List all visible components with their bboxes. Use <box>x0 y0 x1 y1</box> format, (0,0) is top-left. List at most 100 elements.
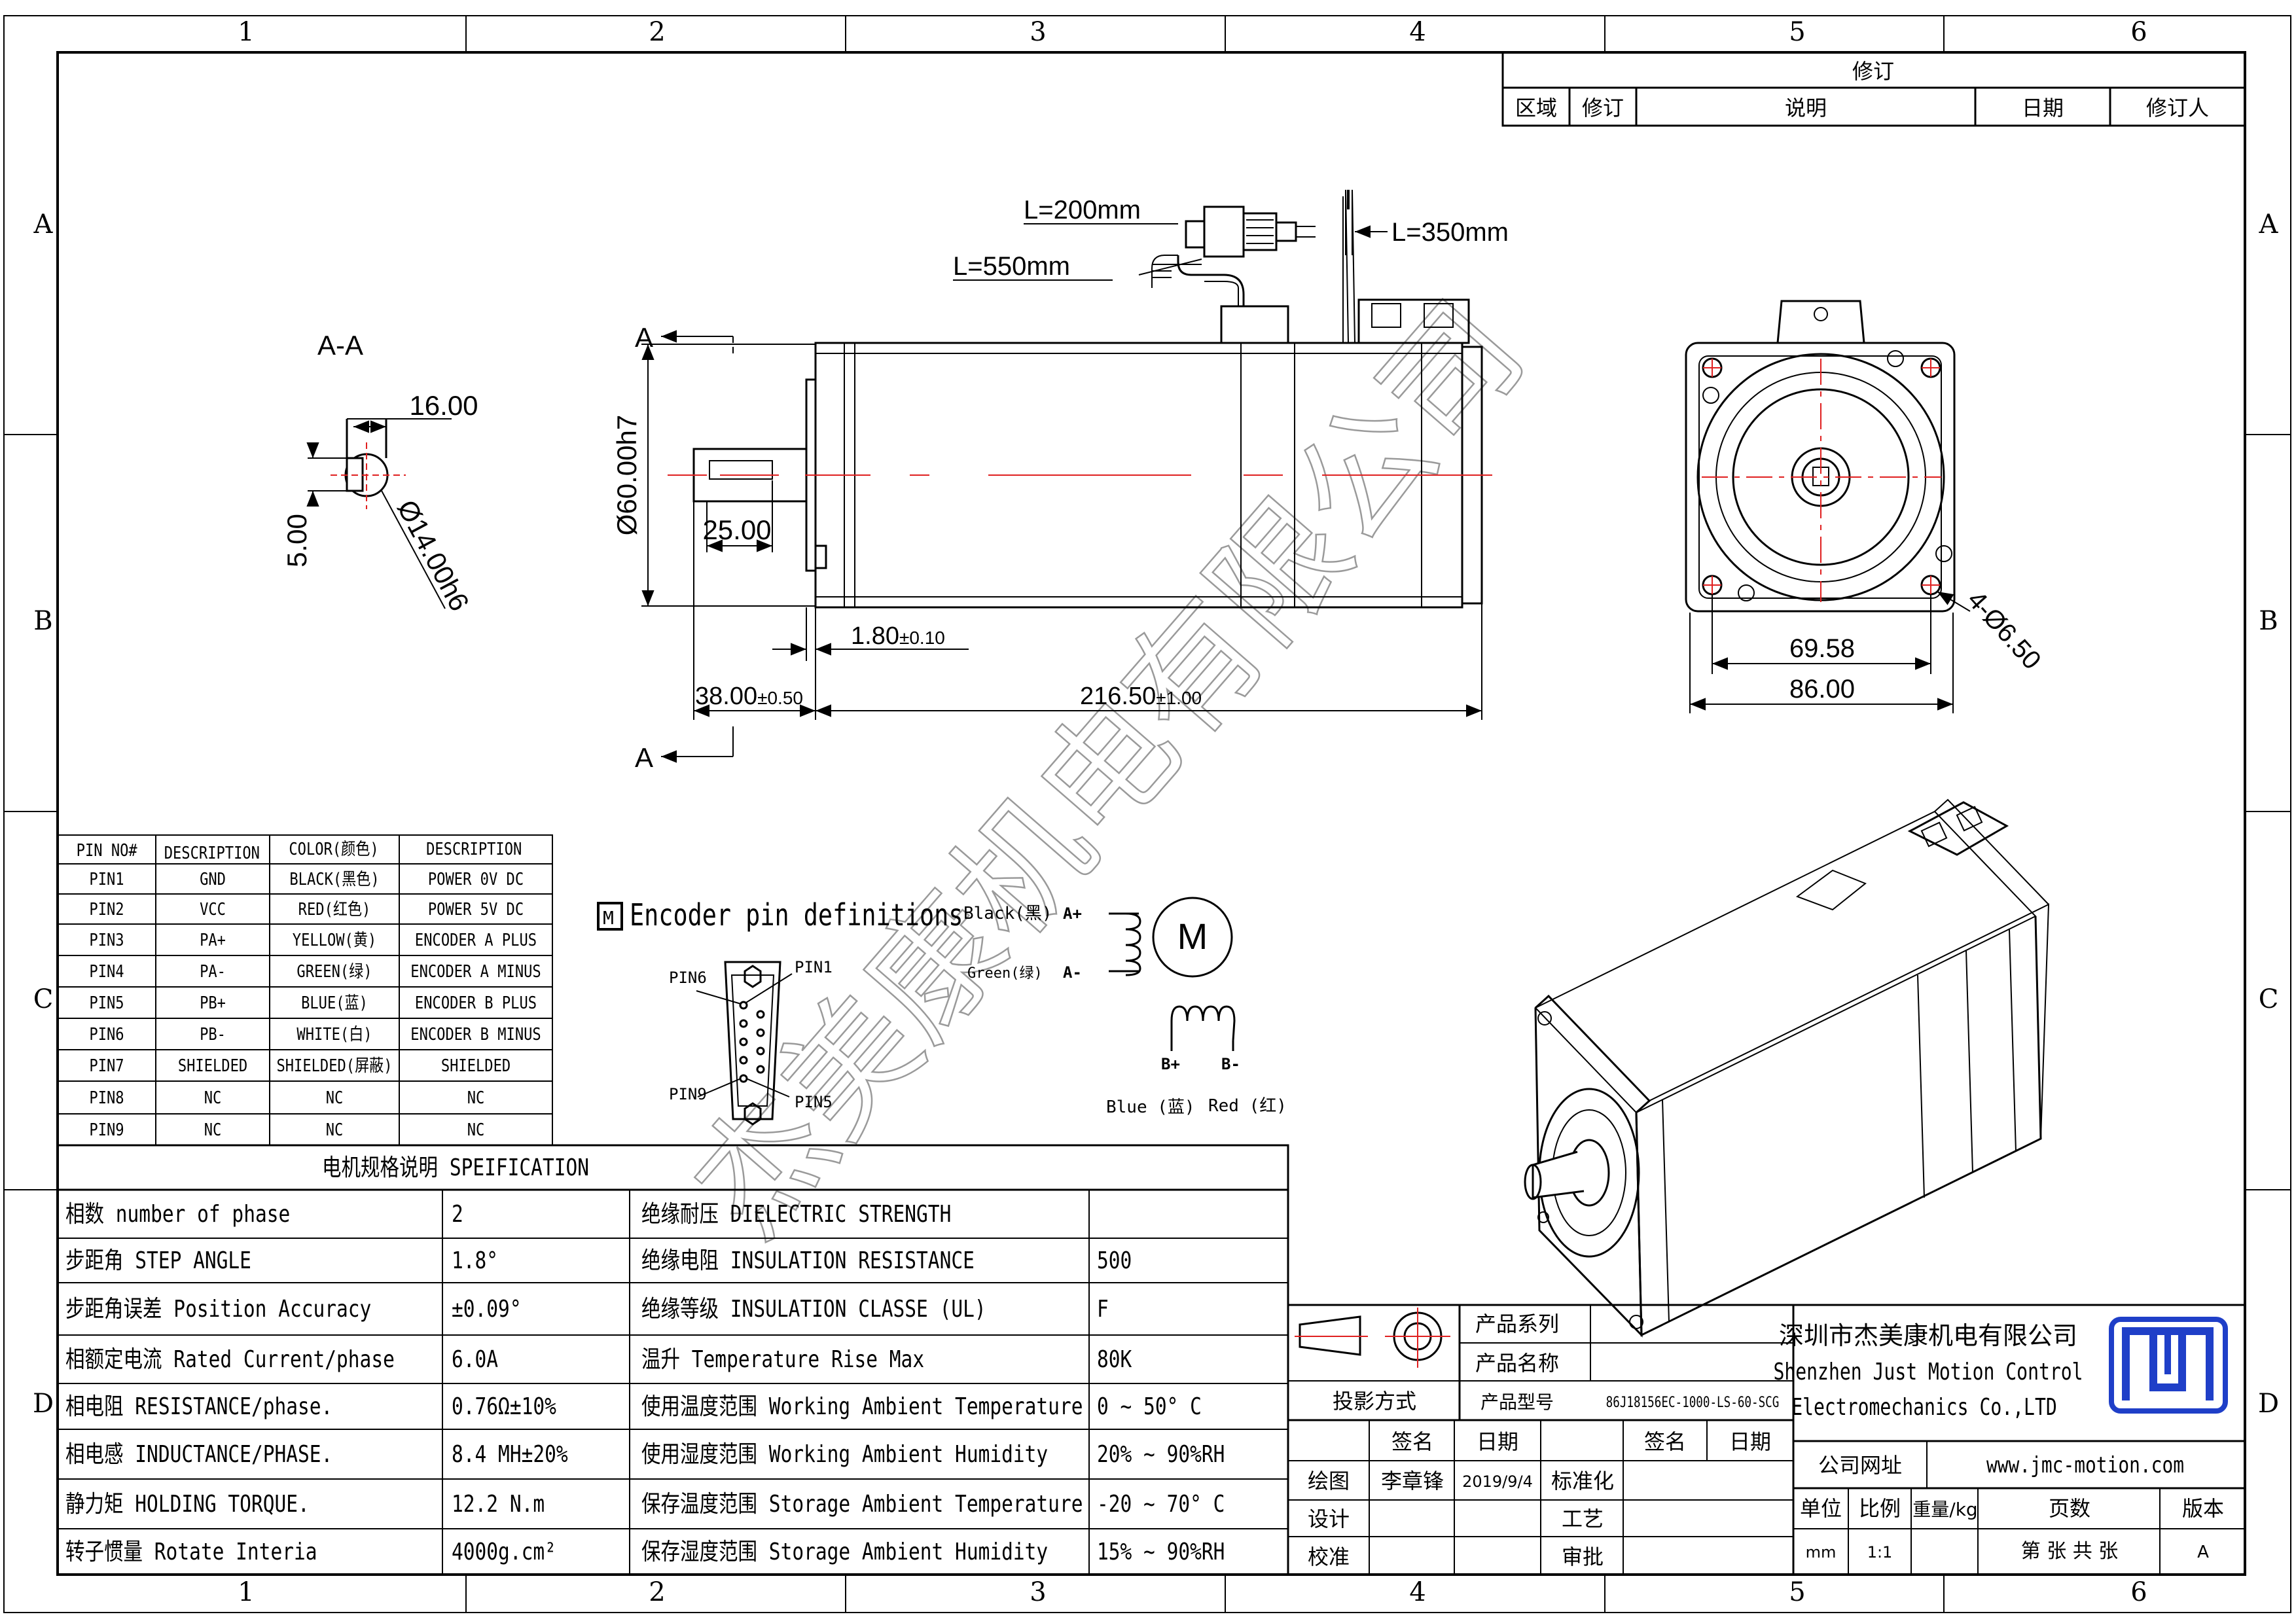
pages-value: 第 张 共 张 <box>2021 1540 2119 1563</box>
pin-table-cell: GREEN(绿) <box>296 961 372 981</box>
draw-label: 绘图 <box>1308 1469 1350 1493</box>
shaft-dia-dim: Ø14.00h6 <box>391 495 475 616</box>
b-plus-label: B+ <box>1161 1055 1180 1073</box>
wiring-diagram: M Black(黑) Green(绿) A+ A- B+ B- Blue (蓝)… <box>963 897 1287 1117</box>
col-label: 6 <box>2130 1577 2147 1607</box>
sign-header: 签名 <box>1391 1429 1433 1454</box>
pages-header: 页数 <box>2049 1496 2090 1521</box>
spec-cell: F <box>1097 1294 1109 1323</box>
col-label: 5 <box>1789 1577 1805 1607</box>
pin-table-cell: NC <box>467 1120 485 1139</box>
pin6-label: PIN6 <box>669 969 707 987</box>
row-label: B <box>33 606 52 636</box>
pin-table-cell: SHIELDED <box>441 1056 511 1075</box>
version-header: 版本 <box>2182 1496 2224 1521</box>
col-label: 4 <box>1409 1577 1426 1607</box>
revision-title: 修订 <box>1852 59 1894 84</box>
bolt-spacing-dim: 69.58 <box>1789 634 1855 663</box>
spec-cell: 500 <box>1097 1246 1132 1274</box>
check-label: 校准 <box>1308 1544 1350 1569</box>
pin-table-cell: PIN8 <box>89 1088 124 1107</box>
spec-cell: 80K <box>1097 1345 1132 1373</box>
pin-table-header: DESCRIPTION <box>164 843 260 863</box>
b-minus-label: B- <box>1221 1055 1240 1073</box>
company-logo-icon <box>2109 1317 2228 1414</box>
col-label: 3 <box>1030 1577 1046 1607</box>
spec-cell: ±0.09° <box>452 1294 522 1323</box>
spec-cell: 2 <box>452 1200 463 1228</box>
spec-cell: 6.0A <box>452 1345 498 1373</box>
approve-label: 审批 <box>1562 1544 1604 1569</box>
company-name-en-2: Electromechanics Co.,LTD <box>1791 1393 2057 1421</box>
pin-table-cell: PIN3 <box>89 930 124 950</box>
spec-title: 电机规格说明 SPEIFICATION <box>322 1153 589 1181</box>
section-view: A-A 16.00 5.00 Ø14.00h6 <box>281 330 478 616</box>
cable-length-1: L=200mm <box>1024 196 1141 224</box>
spec-cell: 使用湿度范围 Working Ambient Humidity <box>641 1440 1048 1468</box>
key-width-dim: 16.00 <box>409 390 478 421</box>
spec-cell: 0.76Ω±10% <box>452 1392 556 1420</box>
spec-cell: 相数 number of phase <box>65 1200 290 1228</box>
flange-square-dim: 86.00 <box>1789 675 1855 704</box>
front-view: 69.58 86.00 4-Ø6.50 <box>1685 300 2047 713</box>
isometric-view <box>1524 798 2050 1338</box>
col-label: 4 <box>1409 17 1426 47</box>
unit-header: 单位 <box>1800 1496 1842 1521</box>
encoder-logo-icon <box>597 902 623 931</box>
col-label: 3 <box>1030 17 1046 47</box>
motor-symbol-label: M <box>1177 916 1208 957</box>
company-name-en-1: Shenzhen Just Motion Control <box>1773 1358 2083 1385</box>
pin-table-cell: PA- <box>200 961 226 981</box>
pin-table-cell: POWER 0V DC <box>428 869 524 889</box>
craft-label: 工艺 <box>1562 1507 1604 1531</box>
col-label: 5 <box>1789 17 1805 47</box>
spec-cell: -20 ~ 70° C <box>1097 1489 1225 1518</box>
encoder-diagram: M Encoder pin definitions PIN1 PIN6 PIN9… <box>597 897 963 1126</box>
zone-labels: 1 2 3 4 5 6 1 2 3 4 5 6 A B C D A B C D <box>33 17 2279 1607</box>
site-url: www.jmc-motion.com <box>1986 1452 2184 1478</box>
cable-length-2: L=550mm <box>953 252 1070 281</box>
zone-ticks <box>4 16 2291 1613</box>
section-label: A-A <box>317 330 363 361</box>
revision-header: 说明 <box>1785 96 1827 120</box>
pin-table-cell: PA+ <box>200 930 226 950</box>
spec-cell: 绝缘等级 INSULATION CLASSE (UL) <box>641 1294 986 1323</box>
pin-table-cell: PIN1 <box>89 869 124 889</box>
pin-table-cell: ENCODER B PLUS <box>415 993 537 1012</box>
encoder-logo-glyph: M <box>603 907 614 929</box>
spec-cell: 转子惯量 Rotate Interia <box>65 1537 317 1565</box>
col-label: 1 <box>238 17 254 47</box>
pin-table-cell: PB- <box>200 1024 226 1044</box>
spec-cell: 20% ~ 90%RH <box>1097 1440 1225 1468</box>
model-number: 86J18156EC-1000-LS-60-SCG <box>1606 1394 1780 1410</box>
scale-header: 比例 <box>1859 1496 1901 1521</box>
wire-red-label: Red (红) <box>1208 1096 1287 1116</box>
pin9-label: PIN9 <box>669 1085 707 1103</box>
company-name-cn: 深圳市杰美康机电有限公司 <box>1779 1321 2077 1350</box>
spec-cell: 相电感 INDUCTANCE/PHASE. <box>65 1440 332 1468</box>
wire-black-label: Black(黑) <box>963 904 1052 923</box>
pin-table-cell: VCC <box>200 899 226 919</box>
projection-label: 投影方式 <box>1333 1389 1416 1414</box>
pin-table-cell: RED(红色) <box>298 899 371 919</box>
series-label: 产品系列 <box>1475 1311 1559 1336</box>
row-label: C <box>33 984 54 1014</box>
spec-cell: 4000g.cm² <box>452 1537 556 1565</box>
spec-cell: 保存湿度范围 Storage Ambient Humidity <box>641 1537 1048 1565</box>
projection-symbol-icon <box>1295 1308 1450 1368</box>
section-arrow-top: A <box>635 322 653 353</box>
spec-cell: 静力矩 HOLDING TORQUE. <box>65 1489 310 1518</box>
row-label: A <box>2259 209 2279 240</box>
pin-table-cell: NC <box>204 1120 222 1139</box>
col-label: 1 <box>238 1577 254 1607</box>
pin-table-cell: PIN6 <box>89 1024 124 1044</box>
spec-cell: 0 ~ 50° C <box>1097 1392 1202 1420</box>
pin-table-cell: WHITE(白) <box>296 1024 372 1044</box>
pin-table-header: DESCRIPTION <box>426 839 522 859</box>
col-label: 6 <box>2130 17 2147 47</box>
std-label: 标准化 <box>1551 1469 1614 1493</box>
wire-green-label: Green(绿) <box>967 965 1043 982</box>
